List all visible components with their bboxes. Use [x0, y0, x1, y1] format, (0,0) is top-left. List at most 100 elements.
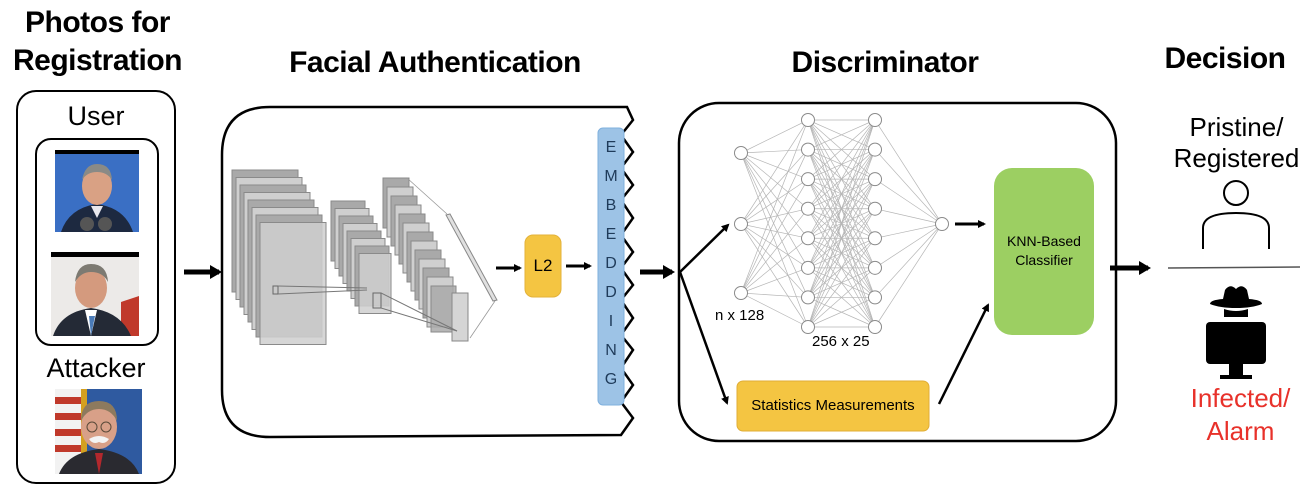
nn-hidden-node	[801, 142, 815, 157]
knn-classifier-line2: Classifier	[1015, 252, 1073, 268]
nn-edge	[740, 152, 809, 328]
knn-classifier-box	[994, 168, 1094, 335]
projection-line	[380, 292, 458, 332]
nn-input-node	[734, 146, 748, 160]
nn-edge	[874, 119, 943, 225]
projection-line	[277, 289, 368, 295]
nn-edge	[874, 223, 943, 328]
infected-alarm-label: Infected/ Alarm	[1168, 382, 1313, 448]
nn-edge	[740, 152, 809, 209]
nn-edge	[874, 208, 943, 225]
nn-hidden-node	[868, 172, 882, 187]
nn-hidden-node	[801, 320, 815, 334]
l2-label: L2	[533, 256, 553, 275]
nn-edge	[740, 238, 809, 294]
arrow-to-statistics	[678, 271, 729, 405]
nn-edge	[740, 292, 809, 328]
feature-map-final	[451, 292, 469, 342]
neural-network-edges	[740, 119, 943, 328]
nn-edge	[807, 178, 876, 328]
arrow-to-neural-network	[679, 223, 730, 273]
nn-edge	[807, 119, 876, 298]
receptive-field	[372, 292, 382, 309]
knn-classifier-label: KNN-Based Classifier	[994, 232, 1094, 270]
nn-hidden-node	[801, 231, 815, 246]
nn-edge	[740, 152, 809, 180]
nn-edge	[740, 149, 809, 294]
nn-edge	[740, 152, 809, 269]
nn-edge	[807, 238, 876, 328]
nn-input-node	[734, 286, 748, 300]
nn-edge	[874, 223, 943, 239]
nn-edge	[807, 119, 876, 209]
registration-title-line1: Photos for	[25, 6, 171, 39]
nn-edge	[874, 178, 943, 225]
embedding-bar	[597, 127, 625, 406]
embedding-letter: D	[605, 284, 617, 301]
registration-title: Photos for Registration	[0, 4, 195, 80]
cnn-feature-maps	[231, 169, 498, 345]
registration-title-line2: Registration	[12, 44, 183, 77]
nn-hidden-node	[868, 231, 882, 246]
nn-output-node	[935, 217, 949, 231]
nn-hidden-node	[801, 260, 815, 275]
nn-edge	[740, 178, 809, 294]
embedding-letter: I	[609, 313, 613, 330]
neural-network-nodes	[734, 113, 949, 334]
projection-line	[277, 285, 368, 289]
l2-normalization-box	[524, 234, 562, 298]
nn-edge	[740, 223, 809, 269]
nn-edge	[740, 119, 809, 154]
embedding-letter: E	[606, 226, 617, 243]
nn-edge	[807, 208, 876, 328]
decision-title: Decision	[1164, 42, 1286, 75]
nn-edge	[740, 208, 809, 225]
embedding-letter: G	[605, 371, 617, 388]
embedding-letter: D	[605, 255, 617, 272]
nn-edge	[874, 223, 943, 269]
decision-divider	[1167, 266, 1301, 269]
pristine-registered-label: Pristine/ Registered	[1160, 112, 1313, 174]
nn-edge	[807, 119, 876, 180]
nn-edge	[740, 223, 809, 239]
nn-edge	[740, 152, 809, 298]
registered-user-icon	[1202, 180, 1270, 249]
nn-hidden-node	[801, 201, 815, 216]
nn-input-node	[734, 217, 748, 231]
projection-line	[406, 177, 448, 215]
hidden-layer-label: 256 x 25	[812, 333, 870, 350]
nn-hidden-node	[868, 142, 882, 157]
nn-edge	[874, 149, 943, 225]
infected-line1: Infected/	[1190, 383, 1291, 413]
statistics-measurements-box	[736, 380, 930, 432]
nn-edge	[807, 119, 876, 269]
nn-hidden-node	[868, 290, 882, 305]
pristine-line2: Registered	[1173, 143, 1300, 173]
user-label: User	[67, 101, 125, 131]
nn-hidden-node	[868, 320, 882, 334]
user-photo-1	[55, 150, 139, 232]
nn-edge	[740, 119, 809, 225]
nn-edge	[740, 149, 809, 225]
nn-hidden-node	[801, 113, 815, 127]
pristine-line1: Pristine/	[1189, 112, 1284, 142]
input-layer-label: n x 128	[715, 307, 765, 324]
nn-hidden-node	[868, 113, 882, 127]
nn-edge	[807, 119, 876, 239]
nn-edge	[740, 223, 809, 298]
projection-line	[380, 307, 458, 332]
nn-hidden-node	[868, 201, 882, 216]
feature-map	[259, 222, 327, 345]
nn-edge	[807, 267, 876, 328]
nn-edge	[740, 208, 809, 294]
nn-edge	[807, 297, 876, 328]
embedding-letter: N	[605, 342, 617, 359]
nn-hidden-node	[801, 172, 815, 187]
nn-edge	[807, 149, 876, 328]
nn-edge	[740, 119, 809, 294]
nn-edge	[740, 178, 809, 225]
attacker-label: Attacker	[46, 353, 146, 383]
user-photo-2	[51, 252, 139, 336]
